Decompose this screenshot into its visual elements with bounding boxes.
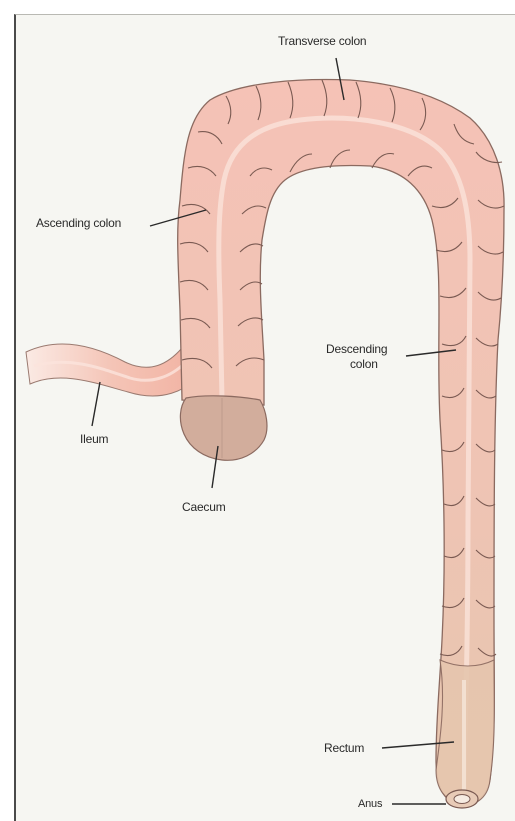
label-anus: Anus [358, 797, 382, 811]
leader-ileum [92, 382, 100, 426]
label-ascending-colon: Ascending colon [36, 216, 121, 230]
label-descending-colon-line2: colon [350, 357, 378, 371]
label-caecum: Caecum [182, 500, 225, 514]
label-transverse-colon: Transverse colon [278, 34, 366, 48]
label-ileum: Ileum [80, 432, 108, 446]
label-descending-colon-line1: Descending [326, 342, 387, 356]
ileum-shape [26, 344, 200, 396]
label-rectum: Rectum [324, 741, 364, 755]
caecum-shape [180, 396, 267, 460]
